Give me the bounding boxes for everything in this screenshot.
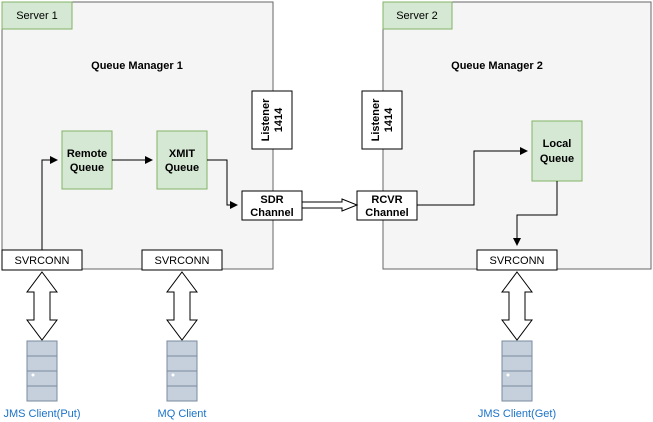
svrconn-2: SVRCONN bbox=[141, 249, 223, 271]
listener-1-port: 1414 bbox=[273, 107, 285, 132]
listener-2-port: 1414 bbox=[383, 107, 395, 132]
xmit-queue-label-2: Queue bbox=[165, 162, 199, 174]
listener-2-label: Listener bbox=[370, 98, 382, 142]
svrconn-1: SVRCONN bbox=[1, 249, 83, 271]
server-2-label-box bbox=[382, 1, 453, 30]
local-queue-to-svrconn-arrow bbox=[513, 181, 558, 246]
local-queue: Local Queue bbox=[531, 120, 583, 182]
server-1-label-box bbox=[1, 1, 73, 30]
svrconn-3-label: SVRCONN bbox=[489, 255, 544, 267]
jms-put-server-icon bbox=[26, 340, 58, 402]
sdr-channel: SDR Channel bbox=[241, 190, 303, 221]
local-queue-label-2: Queue bbox=[540, 153, 574, 165]
queue-manager-1-title: Queue Manager 1 bbox=[91, 60, 183, 72]
local-queue-label-1: Local bbox=[543, 138, 572, 150]
xmit-queue: XMIT Queue bbox=[156, 130, 208, 190]
svrconn-to-remote-queue-arrow bbox=[41, 156, 58, 250]
bidirectional-arrow-mq-client bbox=[166, 271, 198, 341]
remote-queue-label-2: Queue bbox=[70, 162, 104, 174]
svrconn-1-label: SVRCONN bbox=[14, 255, 69, 267]
listener-1: Listener 1414 bbox=[251, 90, 293, 150]
xmit-to-sdr-arrow bbox=[207, 159, 238, 209]
listener-2: Listener 1414 bbox=[361, 90, 403, 150]
sdr-to-rcvr-channel-arrow bbox=[301, 198, 359, 212]
xmit-queue-label-1: XMIT bbox=[169, 148, 196, 160]
server-2-label: Server 2 bbox=[396, 10, 438, 22]
queue-manager-2-title: Queue Manager 2 bbox=[451, 60, 543, 72]
svrconn-2-label: SVRCONN bbox=[154, 255, 209, 267]
rcvr-channel: RCVR Channel bbox=[356, 190, 418, 221]
jms-get-server-icon bbox=[501, 340, 533, 402]
mq-client-label: MQ Client bbox=[158, 408, 207, 420]
jms-client-get-label: JMS Client(Get) bbox=[478, 408, 556, 420]
remote-queue-label-1: Remote bbox=[67, 148, 107, 160]
bidirectional-arrow-jms-put bbox=[26, 271, 58, 341]
sdr-channel-label-2: Channel bbox=[250, 207, 293, 219]
server-1-label: Server 1 bbox=[16, 10, 58, 22]
bidirectional-arrow-jms-get bbox=[501, 271, 533, 341]
mq-client-server-icon bbox=[166, 340, 198, 402]
svrconn-3: SVRCONN bbox=[476, 249, 558, 271]
server-1: Server 1 Queue Manager 1 bbox=[1, 1, 274, 270]
rcvr-channel-label-1: RCVR bbox=[371, 194, 402, 206]
remote-queue: Remote Queue bbox=[61, 130, 113, 190]
jms-client-put-label: JMS Client(Put) bbox=[3, 408, 80, 420]
rcvr-channel-label-2: Channel bbox=[365, 207, 408, 219]
listener-1-label: Listener bbox=[260, 98, 272, 142]
sdr-channel-label-1: SDR bbox=[260, 194, 283, 206]
rcvr-to-local-queue-arrow bbox=[417, 147, 528, 206]
